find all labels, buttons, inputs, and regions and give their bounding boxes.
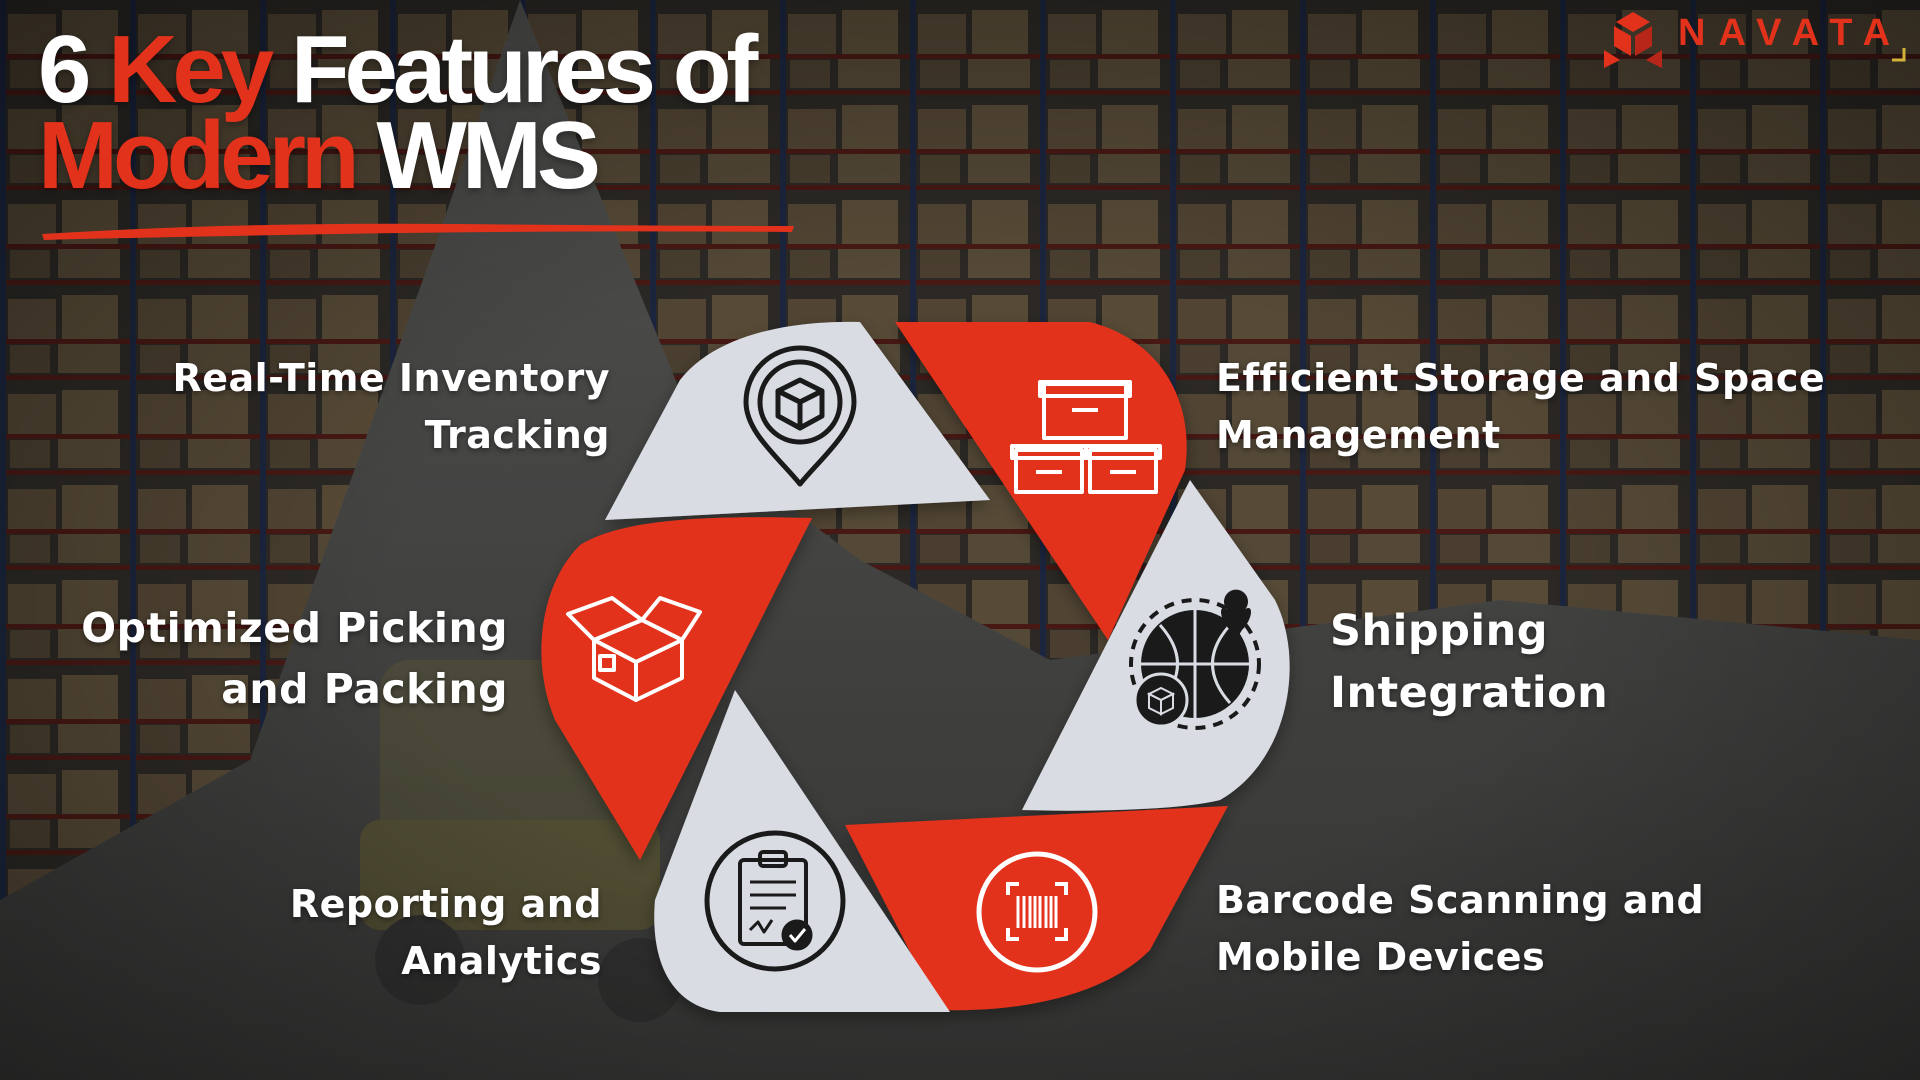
feature-label-picking: Optimized Picking and Packing xyxy=(81,598,508,720)
brand-name: NAVATA xyxy=(1678,12,1904,54)
feature-label-line: Mobile Devices xyxy=(1216,935,1546,979)
feature-label-reporting: Reporting and Analytics xyxy=(290,876,602,990)
open-box-icon xyxy=(566,596,702,702)
page-title-line-1: 6 Key Features of xyxy=(38,22,758,118)
feature-label-line: and Packing xyxy=(221,665,508,713)
title-accent-modern: Modern xyxy=(38,102,360,209)
feature-label-line: Integration xyxy=(1330,668,1609,718)
segment-picking xyxy=(541,517,812,860)
feature-label-line: Management xyxy=(1216,413,1501,457)
location-pin-box-icon xyxy=(743,345,857,487)
feature-label-real-time-inventory: Real-Time Inventory Tracking xyxy=(172,350,610,464)
feature-label-line: Reporting and xyxy=(289,882,602,926)
logo-mark-icon xyxy=(1604,12,1662,68)
feature-label-line: Shipping xyxy=(1330,606,1549,656)
title-rest-2: WMS xyxy=(376,102,601,209)
title-underline-stroke xyxy=(42,223,794,240)
feature-label-barcode: Barcode Scanning and Mobile Devices xyxy=(1216,872,1704,986)
title-number: 6 xyxy=(38,16,91,123)
clipboard-check-icon xyxy=(704,830,846,972)
feature-label-storage: Efficient Storage and Space Management xyxy=(1216,350,1825,464)
segment-reporting xyxy=(654,690,950,1012)
segment-storage xyxy=(895,322,1187,640)
feature-label-line: Tracking xyxy=(424,413,610,457)
feature-label-line: Efficient Storage and Space xyxy=(1216,356,1826,400)
feature-label-line: Barcode Scanning and xyxy=(1216,878,1705,922)
title-accent-key: Key xyxy=(108,16,274,123)
globe-package-icon xyxy=(1129,589,1261,730)
feature-label-line: Optimized Picking xyxy=(81,604,508,652)
feature-label-line: Real-Time Inventory xyxy=(172,356,610,400)
page-title-line-2: Modern WMS xyxy=(38,108,601,204)
feature-label-shipping: Shipping Integration xyxy=(1330,600,1608,724)
logo-corner-mark xyxy=(1892,48,1906,62)
barcode-scan-icon xyxy=(976,851,1098,973)
stacked-boxes-icon xyxy=(1010,380,1162,494)
feature-label-line: Analytics xyxy=(401,939,602,983)
title-rest-1: Features of xyxy=(290,16,758,123)
